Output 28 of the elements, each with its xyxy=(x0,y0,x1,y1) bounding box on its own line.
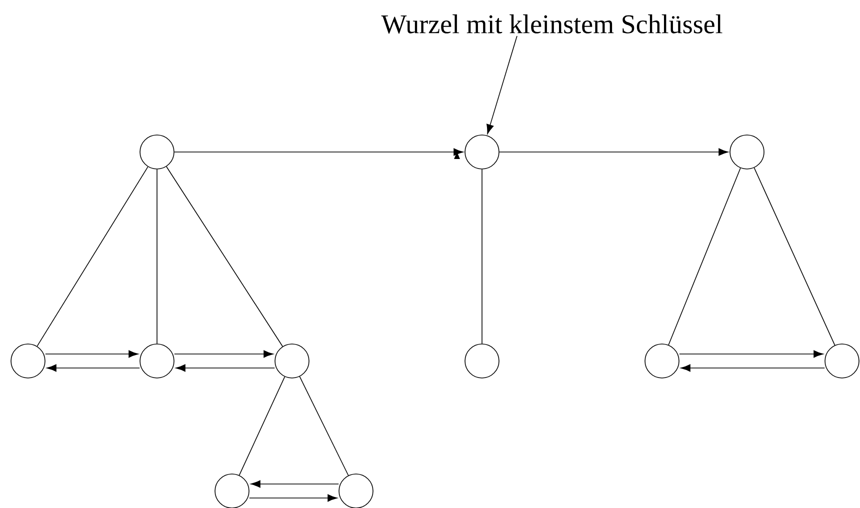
arrow xyxy=(679,350,824,358)
line xyxy=(754,167,836,346)
line xyxy=(156,169,158,344)
tree-node-circle xyxy=(140,134,174,170)
tree-node-circle xyxy=(464,134,500,170)
arrow xyxy=(499,148,728,156)
tree-node-circle xyxy=(464,344,500,378)
arrow xyxy=(249,494,338,502)
tree-node-circle xyxy=(10,344,46,378)
line xyxy=(166,166,283,347)
line xyxy=(36,166,148,347)
tree-node-circle xyxy=(274,344,310,378)
tree-node-circle xyxy=(730,134,764,170)
line xyxy=(668,168,741,346)
tree-node-circle xyxy=(644,344,680,378)
line xyxy=(299,376,349,476)
line xyxy=(238,376,286,476)
arrow xyxy=(174,350,274,358)
arrow xyxy=(176,364,275,372)
arrow xyxy=(45,350,138,358)
leader-line xyxy=(486,36,518,134)
tree-node-circle xyxy=(140,344,174,378)
arrow xyxy=(680,364,825,372)
arrow xyxy=(250,480,339,488)
label-text: Wurzel mit kleinstem Schlüssel xyxy=(381,14,722,34)
arrow xyxy=(46,364,140,372)
tree-node-circle xyxy=(824,344,860,378)
arrow xyxy=(174,148,464,156)
